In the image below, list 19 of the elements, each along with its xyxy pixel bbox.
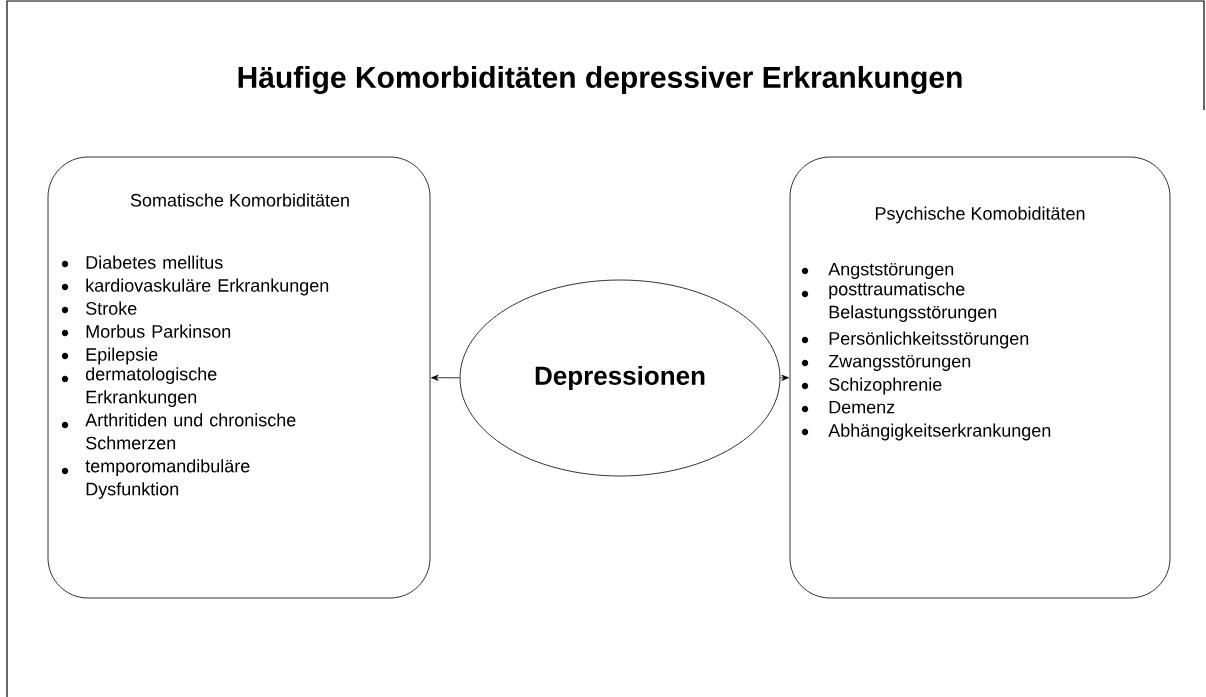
- list-item: Stroke: [86, 301, 137, 315]
- box-heading: Psychische Komobiditäten: [875, 206, 1085, 224]
- list-item: Epilepsie: [86, 347, 158, 365]
- list-item: Diabetes mellitus: [86, 255, 223, 269]
- box-heading: Somatische Komorbiditäten: [130, 193, 349, 207]
- list-item: Zwangsstörungen: [828, 354, 971, 372]
- list-item: Abhängigkeitserkrankungen: [828, 423, 1051, 441]
- list-item: Angststörungen: [828, 262, 954, 280]
- list-item: posttraumatische Belastungsstörungen: [829, 282, 997, 322]
- list-item: kardiovaskuläre Erkrankungen: [86, 278, 329, 296]
- list-item: Morbus Parkinson: [86, 324, 231, 338]
- list-item: Persönlichkeitsstörungen: [829, 331, 1029, 349]
- arrow: [431, 374, 460, 381]
- title: Häufige Komorbiditäten depressiver Erkrankungen: [238, 65, 962, 95]
- list-item: Schizophrenie: [829, 377, 942, 395]
- list-item: dermatologische Erkrankungen: [85, 367, 217, 407]
- list-item: temporomandibuläre Dysfunktion: [85, 459, 250, 499]
- arrow: [780, 374, 789, 381]
- list-item: Demenz: [829, 400, 895, 414]
